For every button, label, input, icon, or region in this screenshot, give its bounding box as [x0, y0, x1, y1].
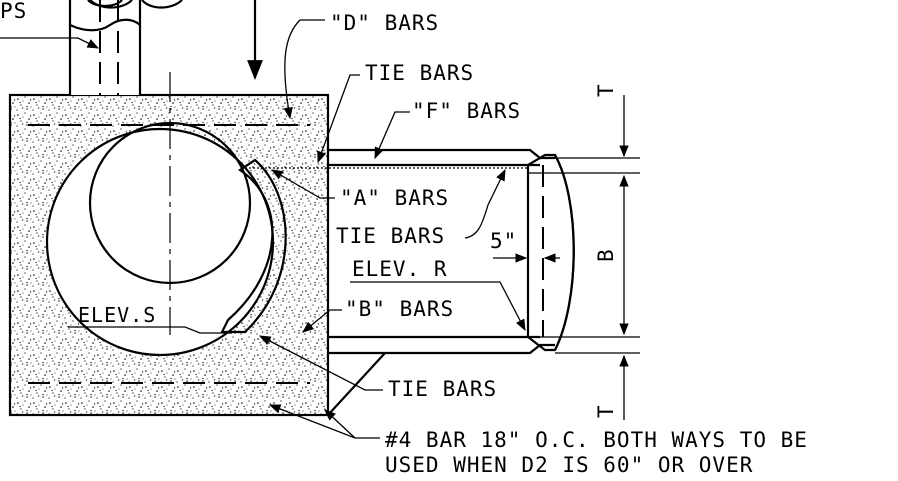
concrete-block: [8, 93, 330, 417]
outlet-pipe: [245, 148, 575, 416]
elev-r-label: ELEV. R: [352, 257, 448, 281]
dim-b-label: B: [594, 248, 618, 262]
note-line-1: #4 BAR 18" O.C. BOTH WAYS TO BE: [385, 428, 808, 452]
reinforcement: [28, 124, 310, 384]
inner-pipe: [88, 72, 287, 335]
tie-bars-top-label: TIE BARS: [365, 61, 474, 85]
top-pipe-caps: [89, 0, 263, 80]
note-line-2: USED WHEN D2 IS 60" OR OVER: [385, 453, 753, 477]
dim-t-bottom-label: T: [594, 404, 618, 418]
dim-t-top-label: T: [594, 83, 618, 97]
a-bars-label: "A" BARS: [340, 186, 449, 210]
dimensions: [493, 95, 640, 420]
d-bars-label: "D" BARS: [330, 11, 439, 35]
leaders: [68, 19, 526, 439]
ps-fragment-label: PS: [0, 0, 27, 23]
b-bars-label: "B" BARS: [345, 297, 454, 321]
five-inch-dimension-label: 5": [490, 229, 517, 253]
elev-s-label: ELEV.S: [78, 303, 156, 327]
tie-bars-mid-label: TIE BARS: [336, 224, 445, 248]
tie-bars-bottom-label: TIE BARS: [388, 377, 497, 401]
f-bars-label: "F" BARS: [412, 99, 521, 123]
